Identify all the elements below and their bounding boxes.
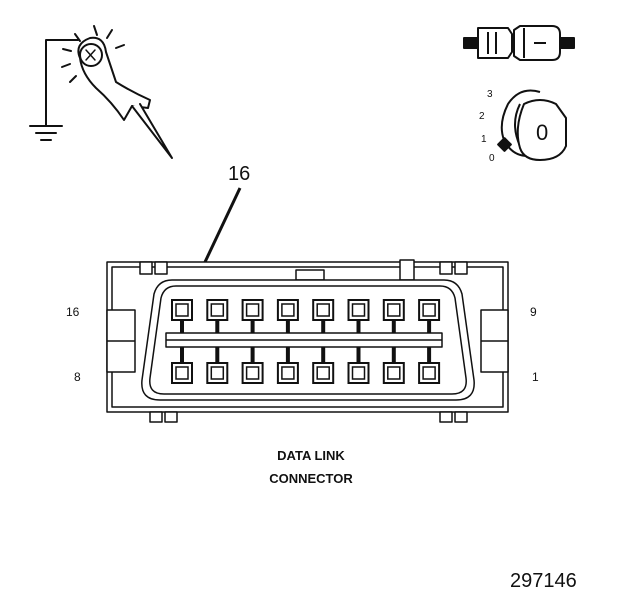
pin-label-bottom-right: 1 [532, 370, 539, 384]
pin-contact [245, 303, 260, 317]
pin-contact [210, 366, 225, 380]
pin-contact [351, 303, 366, 317]
figure-number: 297146 [510, 570, 577, 592]
pin-contact [281, 366, 295, 380]
ignition-key-label: 0 [536, 120, 548, 145]
caption-line-2: CONNECTOR [269, 471, 353, 486]
caption-line-1: DATA LINK [277, 448, 345, 463]
connector-housing [106, 259, 509, 423]
pin-contact [316, 303, 330, 317]
callout-pin-label: 16 [228, 163, 250, 185]
pin-contact [387, 366, 401, 380]
pin-contact [175, 366, 189, 380]
pin-contact [351, 366, 366, 380]
pin-contact [281, 303, 295, 317]
pin-contact [245, 366, 260, 380]
connector-plug-icon [463, 25, 575, 61]
ignition-position-3: 3 [487, 89, 493, 100]
ignition-position-1: 1 [481, 134, 487, 145]
ignition-position-2: 2 [479, 111, 485, 122]
ignition-key-icon [497, 89, 567, 161]
pin-contact [175, 303, 189, 317]
pin-label-top-right: 9 [530, 305, 537, 319]
pin-contact [316, 366, 330, 380]
connector-pins [171, 299, 441, 384]
ignition-position-0: 0 [489, 153, 495, 164]
pin-label-top-left: 16 [66, 305, 80, 319]
test-light-probe-icon [29, 25, 173, 159]
pin-contact [210, 303, 225, 317]
pin-label-bottom-left: 8 [74, 370, 81, 384]
pin-contact [387, 303, 401, 317]
pin-contact [422, 366, 436, 380]
pin-contact [422, 303, 436, 317]
